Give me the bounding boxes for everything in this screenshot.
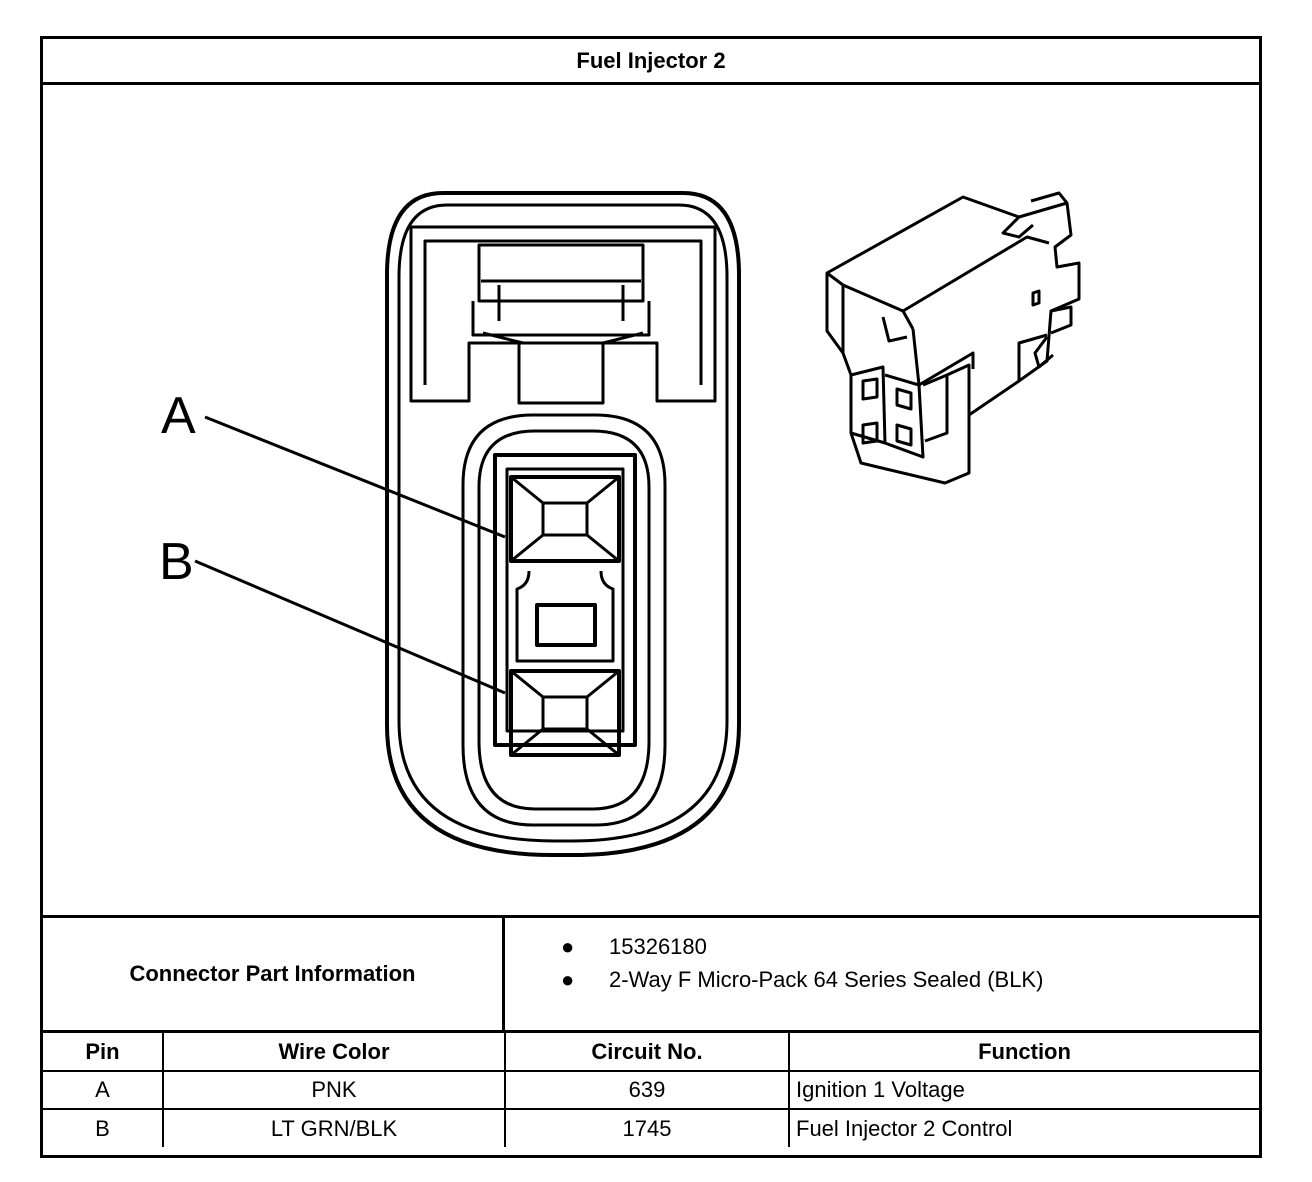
pin-cell: B: [43, 1108, 164, 1147]
part-number: 15326180: [609, 934, 707, 959]
function-cell: Ignition 1 Voltage: [788, 1070, 1259, 1110]
connector-isometric-view: [825, 191, 1081, 485]
column-header-function: Function: [788, 1033, 1259, 1072]
connector-part-info: Connector Part Information ● 15326180 ● 2-…: [43, 915, 1259, 1033]
callout-b-label: B: [159, 533, 194, 591]
pin-cell: A: [43, 1070, 164, 1110]
connector-face-view: [385, 191, 741, 857]
callout-a-label: A: [161, 387, 196, 445]
connector-diagram: A B: [43, 85, 1259, 915]
function-cell: Fuel Injector 2 Control: [788, 1108, 1259, 1147]
part-info-list: ● 15326180 ● 2-Way F Micro-Pack 64 Series …: [561, 930, 1043, 996]
connector-sheet: Fuel Injector 2: [40, 36, 1262, 1158]
connector-part-info-values: ● 15326180 ● 2-Way F Micro-Pack 64 Series …: [505, 918, 1259, 1030]
table-row: B LT GRN/BLK 1745 Fuel Injector 2 Contro…: [43, 1108, 1259, 1147]
table-row: A PNK 639 Ignition 1 Voltage: [43, 1070, 1259, 1110]
page-title: Fuel Injector 2: [43, 39, 1259, 85]
wire-color-cell: PNK: [162, 1070, 506, 1110]
circuit-cell: 639: [504, 1070, 790, 1110]
column-header-wire-color: Wire Color: [162, 1033, 506, 1072]
connector-part-info-label: Connector Part Information: [43, 918, 505, 1030]
connector-description: 2-Way F Micro-Pack 64 Series Sealed (BLK…: [609, 967, 1044, 992]
list-item: ● 2-Way F Micro-Pack 64 Series Sealed (BL…: [561, 963, 1043, 996]
list-item: ● 15326180: [561, 930, 1043, 963]
column-header-pin: Pin: [43, 1033, 164, 1072]
wire-color-cell: LT GRN/BLK: [162, 1108, 506, 1147]
column-header-circuit: Circuit No.: [504, 1033, 790, 1072]
callout-b-leader: [194, 559, 506, 695]
callout-a-leader: [204, 415, 506, 539]
pin-table: Pin Wire Color Circuit No. Function A PN…: [43, 1033, 1259, 1147]
bullet-icon: ●: [561, 967, 575, 992]
table-header-row: Pin Wire Color Circuit No. Function: [43, 1033, 1259, 1072]
circuit-cell: 1745: [504, 1108, 790, 1147]
bullet-icon: ●: [561, 934, 575, 959]
connector-drawing: A B: [159, 191, 1081, 857]
